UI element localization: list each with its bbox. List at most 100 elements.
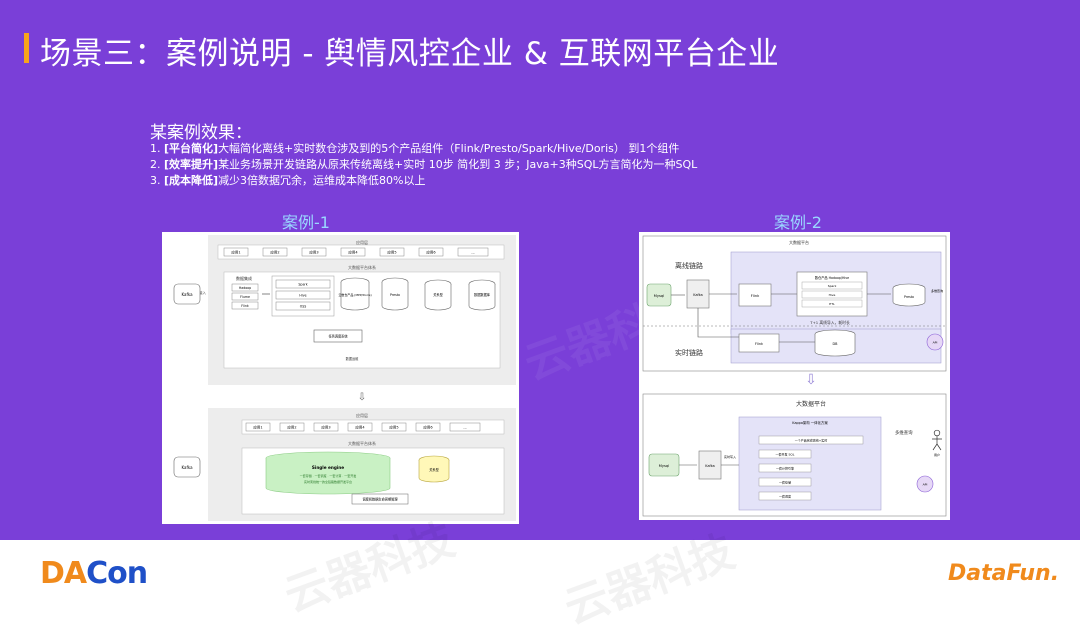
flink-box [738, 283, 772, 307]
stack-item [231, 283, 259, 292]
scheduler-box [313, 329, 363, 343]
app-box [223, 247, 249, 257]
effect-point-2: 2. [效率提升]某业务场景开发链路从原来传统离线+实时 10步 简化到 3 步… [150, 156, 697, 172]
case2-diagram: 大数据平台 离线链路 实时链路 Mysql Kafka Flink 数仓产品 H… [639, 232, 950, 520]
hadoop-item-label: Hive [829, 293, 836, 297]
database-cylinder: 数据数据库 [468, 279, 496, 311]
stack-item [275, 301, 331, 311]
kappa-title: Kappa架构 一体化方案 [792, 420, 828, 425]
app-box [415, 422, 441, 432]
warehouse-label: 云数仓产品 (MPP/Doris) [338, 292, 371, 297]
app-box [262, 247, 288, 257]
realtime-write-label: 实时写入 [724, 454, 736, 459]
engine-title: Single engine [312, 465, 344, 470]
api-circle [916, 475, 934, 493]
engine-desc-2: 实时离线统一的全链路数据开发平台 [304, 479, 352, 484]
point-keyword: [成本降低] [164, 174, 219, 187]
case2-diagram-svg: 大数据平台 离线链路 实时链路 Mysql Kafka Flink 数仓产品 H… [642, 235, 947, 517]
case1-label: 案例-1 [282, 213, 330, 232]
db-cylinder: DB [814, 329, 856, 357]
slide-canvas: 云器科技 云器科技 云器科技 场景三：案例说明 - 舆情风控企业 & 互联网平台… [0, 0, 1080, 540]
effect-point-1: 1. [平台简化]大幅简化离线+实时数仓涉及到的5个产品组件（Flink/Pre… [150, 140, 679, 156]
dacon-logo-part: DA [40, 556, 87, 591]
kappa-row-label: 一个产品完成离线+实时 [795, 438, 828, 443]
down-arrow-icon: ⇩ [358, 392, 366, 403]
lifecycle-label: 调度和数据生命周期管理 [362, 497, 398, 502]
point-keyword: [效率提升] [164, 158, 219, 171]
kafka-source [173, 456, 201, 478]
kafka-source [173, 283, 201, 305]
app-box-label: ... [471, 251, 474, 255]
app-box [340, 247, 366, 257]
database-label: 数据数据库 [474, 292, 491, 297]
presto-cylinder: Presto [381, 277, 409, 311]
app-box [449, 422, 481, 432]
datafun-logo: DataFun. [948, 561, 1060, 586]
api-circle [926, 333, 944, 351]
scheduler-label: 任务调度系统 [328, 334, 348, 339]
stack-item [231, 301, 259, 310]
stack-item [231, 292, 259, 301]
stack-item-label: Hive [299, 294, 306, 298]
hadoop-item [801, 281, 863, 290]
rt-flink-box [738, 333, 780, 353]
relational-cylinder: 关系型 [424, 279, 452, 311]
footer-bar: 云器科技 云器科技 [0, 514, 1080, 634]
point-number: 1. [150, 142, 164, 155]
point-text: 大幅简化离线+实时数仓涉及到的5个产品组件（Flink/Presto/Spark… [218, 142, 680, 155]
case1-diagram-svg: 应用层 应用1 应用2 应用3 应用4 应用5 应用6 ... 大数据平台体系 [173, 235, 516, 521]
tplus1-note: T+1 离线导入，耗时长 [809, 320, 850, 325]
kappa-row [758, 449, 812, 459]
rt-flink-label: Flink [755, 342, 763, 346]
app-box-label: 应用1 [253, 425, 262, 430]
app-box [301, 247, 327, 257]
app-box-label: ... [463, 426, 466, 430]
stack-item-label: Flink [241, 304, 249, 308]
db-label: DB [833, 342, 839, 346]
stack-item-label: OSS [300, 305, 307, 309]
hadoop-item [801, 290, 863, 299]
realtime-label: 实时链路 [675, 348, 703, 357]
kappa-row-label: 一套调度 [779, 494, 791, 499]
relational-db-cylinder: 关系型 [418, 455, 450, 483]
platform-label: 大数据平台体系 [348, 440, 376, 446]
platform-header: 大数据平台 [789, 239, 809, 245]
mysql-label: Mysql [654, 294, 664, 298]
dacon-logo: DACon [40, 556, 148, 591]
query-label: 多维查询 [931, 288, 943, 293]
kappa-row [758, 477, 812, 487]
kafka-label: Kafka [181, 292, 193, 297]
engine-desc-1: 一套存储 · 一套调度 · 一套计算 · 一套开发 [300, 473, 357, 478]
app-box-label: 应用1 [231, 250, 240, 255]
dacon-logo-part: Con [86, 556, 148, 591]
kappa-row-label: 一套计算引擎 [776, 466, 794, 471]
ops-label: 数据运维 [346, 356, 360, 361]
stack-item [275, 290, 331, 300]
flink-label: Flink [751, 294, 760, 298]
down-arrow-icon: ⇩ [805, 372, 817, 388]
section-subtitle: 某案例效果： [150, 123, 252, 143]
app-box [313, 422, 339, 432]
platform-header: 大数据平台 [796, 400, 826, 408]
app-box-label: 应用3 [321, 425, 330, 430]
app-box-label: 应用6 [423, 425, 432, 430]
user-icon [932, 429, 942, 451]
stack-item-label: Spark [298, 283, 307, 287]
kafka-label: Kafka [705, 464, 714, 468]
integration-title: 数据集成 [236, 275, 252, 281]
point-text: 某业务场景开发链路从原来传统离线+实时 10步 简化到 3 步；Java+3种S… [218, 158, 698, 171]
app-box [418, 247, 444, 257]
stack-item-label: Flume [240, 295, 250, 299]
app-box-label: 应用3 [309, 250, 318, 255]
kappa-row [758, 463, 812, 473]
relational-db-label: 关系型 [429, 467, 439, 472]
api-label: API [923, 483, 928, 487]
offline-label: 离线链路 [675, 261, 703, 270]
stack-item [275, 279, 331, 289]
kappa-row [758, 491, 812, 501]
platform-label: 大数据平台体系 [348, 264, 376, 270]
app-boxes-bottom: 应用1 应用2 应用3 应用4 应用5 应用6 ... [245, 422, 481, 432]
app-box-label: 应用2 [287, 425, 296, 430]
case1-diagram: 应用层 应用1 应用2 应用3 应用4 应用5 应用6 ... 大数据平台体系 [162, 232, 519, 524]
query-label: 多维查询 [895, 429, 913, 436]
